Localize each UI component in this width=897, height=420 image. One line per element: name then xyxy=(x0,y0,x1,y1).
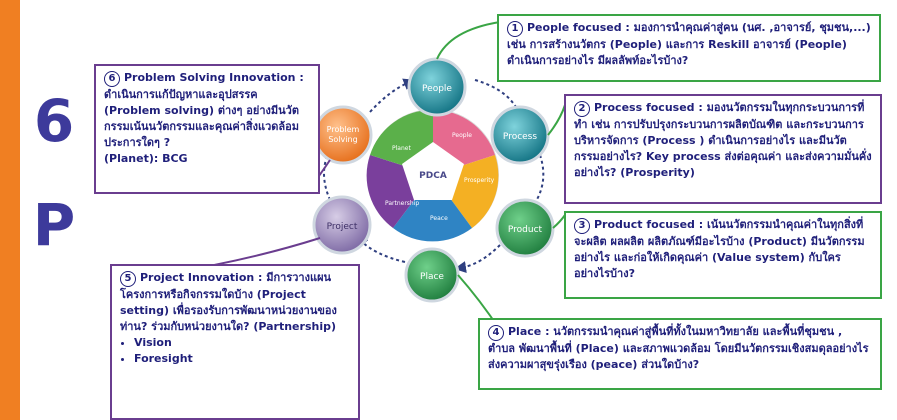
box1-number: 1 xyxy=(507,21,523,37)
circle-project: Project xyxy=(312,195,372,255)
box5-bullets: Vision Foresight xyxy=(120,335,350,367)
center-wheel: People Prosperity Peace Partnership Plan… xyxy=(366,109,499,242)
box1-text: People focused : มองการนำคุณค่าสู่คน (นศ… xyxy=(507,21,871,67)
svg-text:Project: Project xyxy=(327,222,358,232)
big-letter: P xyxy=(32,191,76,259)
bullet-vision: Vision xyxy=(134,335,350,351)
box4-number: 4 xyxy=(488,325,504,341)
big-number: 6 xyxy=(33,87,75,155)
svg-text:Process: Process xyxy=(503,132,537,142)
box4-text: Place : นวัตกรรมนำคุณค่าสู่พื้นที่ทั้งใน… xyxy=(488,325,869,371)
circle-process: Process xyxy=(490,105,550,165)
svg-text:Place: Place xyxy=(420,272,444,282)
box6-text: Problem Solving Innovation : ดำเนินการแก… xyxy=(104,71,304,149)
circle-place: Place xyxy=(404,247,460,303)
box6-number: 6 xyxy=(104,71,120,87)
circle-problem-solving: Problem Solving xyxy=(313,105,373,165)
wheel-label-prosperity: Prosperity xyxy=(464,177,495,184)
wheel-label-peace: Peace xyxy=(430,215,448,222)
svg-text:Problem: Problem xyxy=(327,125,360,134)
svg-text:Solving: Solving xyxy=(328,135,357,144)
circle-product: Product xyxy=(495,198,555,258)
box3-text: Product focused : เน้นนวัตกรรมนำคุณค่าใน… xyxy=(574,218,865,280)
box5-number: 5 xyxy=(120,271,136,287)
box6-extra: (Planet): BCG xyxy=(104,152,188,165)
wheel-label-partnership: Partnership xyxy=(385,200,419,207)
svg-text:Product: Product xyxy=(508,225,543,235)
circle-people: People xyxy=(407,57,467,117)
wheel-label-people: People xyxy=(452,132,472,139)
box2-number: 2 xyxy=(574,101,590,117)
wheel-title: PDCA xyxy=(419,171,447,181)
wheel-label-planet: Planet xyxy=(392,145,411,152)
box2-text: Process focused : มองนวัตกรรมในทุกกระบวน… xyxy=(574,101,872,179)
bullet-foresight: Foresight xyxy=(134,351,350,367)
orange-stripe xyxy=(0,0,20,420)
box5-text: Project Innovation : มีการวางแผนโครงการห… xyxy=(120,271,337,333)
svg-text:People: People xyxy=(422,84,452,94)
box3-number: 3 xyxy=(574,218,590,234)
